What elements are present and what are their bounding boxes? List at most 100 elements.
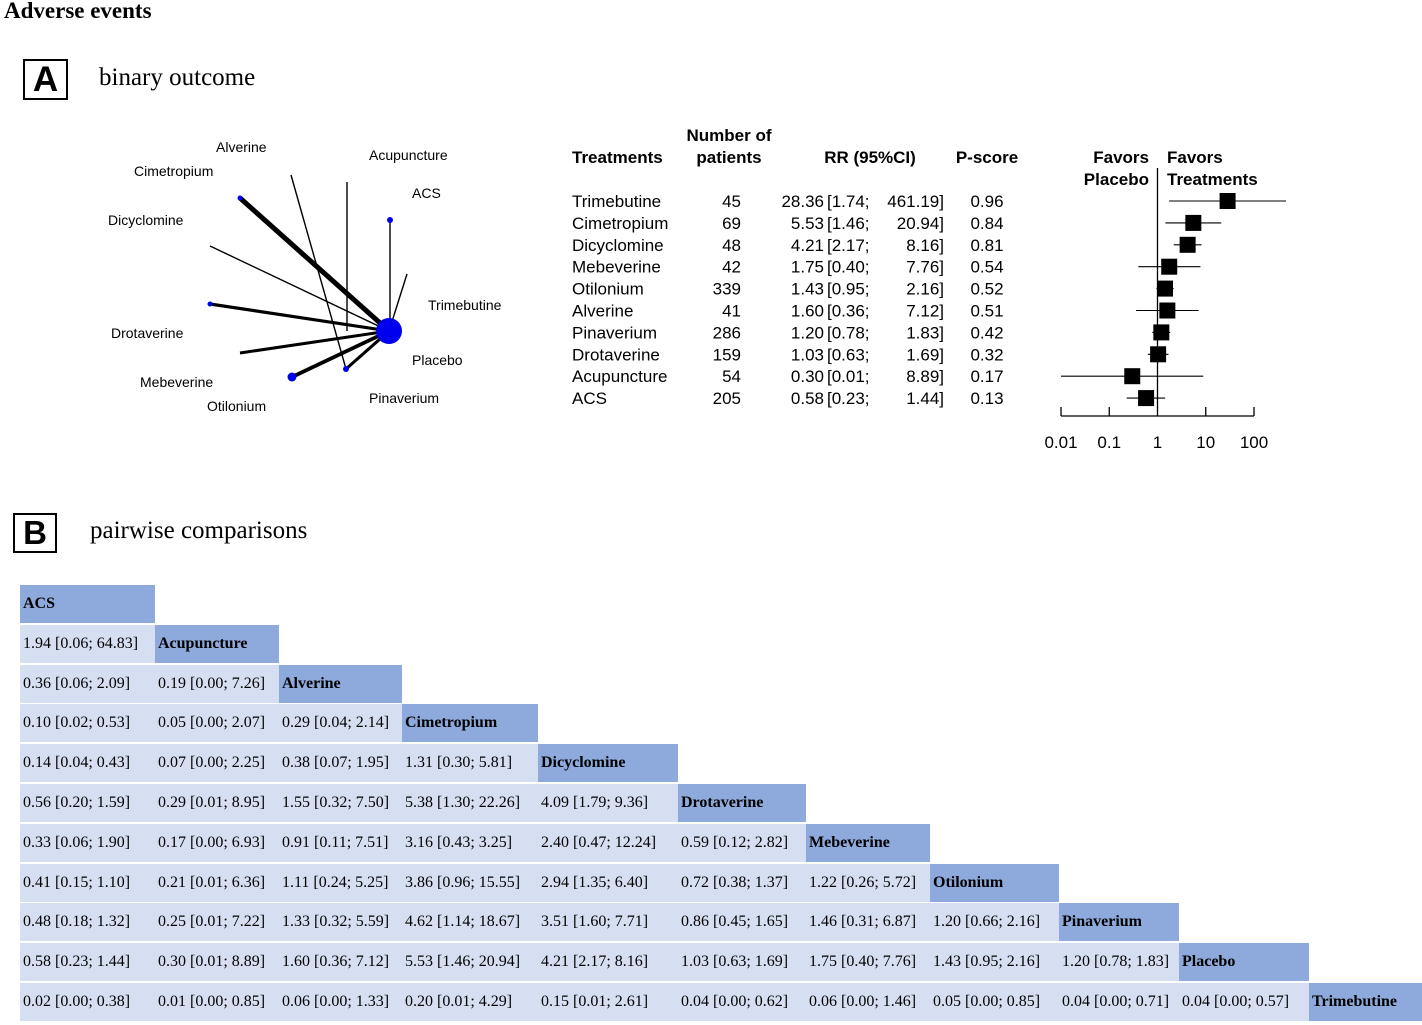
forest-row-rr: 0.30 (791, 367, 824, 386)
league-cell: 1.60 [0.36; 7.12] (279, 943, 402, 981)
league-cell: 4.21 [2.17; 8.16] (538, 943, 678, 981)
league-cell: 0.07 [0.00; 2.25] (155, 744, 279, 782)
league-cell: 1.22 [0.26; 5.72] (806, 864, 930, 902)
edge-cimetropium-placebo (238, 196, 391, 333)
league-cell: 1.11 [0.24; 5.25] (279, 864, 402, 902)
league-cell: 3.86 [0.96; 15.55] (402, 864, 538, 902)
league-cell: 0.33 [0.06; 1.90] (20, 824, 155, 862)
league-cell: 0.30 [0.01; 8.89] (155, 943, 279, 981)
panel-a-title: binary outcome (99, 64, 256, 91)
league-cell: 2.40 [0.47; 12.24] (538, 824, 678, 862)
forest-row-treatment: Cimetropium (572, 214, 668, 233)
forest-row-ci-lower: [0.40; (827, 258, 870, 277)
league-diagonal-treatment: Otilonium (930, 864, 1059, 902)
forest-row-pscore: 0.52 (970, 280, 1003, 299)
league-diagonal-treatment: Alverine (279, 665, 402, 703)
league-diagonal-treatment: Dicyclomine (538, 744, 678, 782)
forest-row-n: 48 (722, 236, 741, 255)
forest-row-ci-upper: 1.44] (906, 389, 944, 408)
node-label-mebeverine: Mebeverine (140, 374, 213, 390)
forest-row-treatment: Drotaverine (572, 345, 660, 364)
league-cell: 0.38 [0.07; 1.95] (279, 744, 402, 782)
league-cell: 1.03 [0.63; 1.69] (678, 943, 806, 981)
league-diagonal-treatment: Acupuncture (155, 625, 279, 663)
league-cell: 0.59 [0.12; 2.82] (678, 824, 806, 862)
forest-row-ci-upper: 7.76] (906, 258, 944, 277)
forest-row-ci-upper: 2.16] (906, 280, 944, 299)
league-cell: 0.02 [0.00; 0.38] (20, 983, 155, 1021)
node-label-cimetropium: Cimetropium (134, 163, 213, 179)
league-cell: 1.33 [0.32; 5.59] (279, 903, 402, 941)
forest-plot: Treatments Number of patients RR (95%CI)… (572, 126, 1287, 452)
header-favors-placebo-1: Favors (1093, 148, 1149, 167)
league-diagonal-treatment: Mebeverine (806, 824, 930, 862)
forest-row-ci-lower: [0.36; (827, 302, 870, 321)
forest-row-pscore: 0.81 (970, 236, 1003, 255)
node-pinaverium (343, 366, 349, 372)
forest-row-rr: 28.36 (781, 192, 824, 211)
x-axis-tick-label: 100 (1240, 433, 1268, 452)
node-label-trimebutine: Trimebutine (428, 297, 502, 313)
node-label-otilonium: Otilonium (207, 398, 266, 414)
node-label-drotaverine: Drotaverine (111, 325, 184, 341)
node-acs (387, 217, 393, 223)
league-cell: 1.46 [0.31; 6.87] (806, 903, 930, 941)
league-diagonal-treatment: Drotaverine (678, 784, 806, 822)
estimate-square (1161, 258, 1178, 275)
forest-row-treatment: Otilonium (572, 280, 644, 299)
forest-row-rr: 4.21 (791, 236, 824, 255)
league-cell: 0.36 [0.06; 2.09] (20, 665, 155, 703)
league-diagonal-treatment: Placebo (1179, 943, 1309, 981)
figure-title: Adverse events (4, 0, 152, 23)
edge-otilonium-placebo (291, 329, 390, 379)
forest-row-treatment: Acupuncture (572, 367, 667, 386)
forest-row-ci-upper: 1.83] (906, 323, 944, 342)
forest-row-ci-lower: [0.95; (827, 280, 870, 299)
forest-row-treatment: Alverine (572, 302, 633, 321)
league-cell: 0.04 [0.00; 0.57] (1179, 983, 1309, 1021)
forest-row-n: 41 (722, 302, 741, 321)
x-axis-tick-label: 10 (1196, 433, 1215, 452)
forest-row-pscore: 0.54 (970, 258, 1003, 277)
forest-row-ci-upper: 20.94] (897, 214, 944, 233)
forest-row-n: 42 (722, 258, 741, 277)
estimate-square (1138, 390, 1155, 407)
forest-marks (1061, 168, 1287, 408)
league-cell: 0.04 [0.00; 0.71] (1059, 983, 1179, 1021)
league-cell: 0.48 [0.18; 1.32] (20, 903, 155, 941)
estimate-square (1124, 368, 1141, 385)
league-cell: 0.25 [0.01; 7.22] (155, 903, 279, 941)
league-cell: 1.20 [0.66; 2.16] (930, 903, 1059, 941)
node-label-acs: ACS (412, 185, 441, 201)
league-cell: 0.29 [0.04; 2.14] (279, 704, 402, 742)
forest-row-ci-upper: 8.16] (906, 236, 944, 255)
league-cell: 1.31 [0.30; 5.81] (402, 744, 538, 782)
forest-row-ci-lower: [0.01; (827, 367, 870, 386)
estimate-square (1150, 346, 1167, 363)
node-placebo (376, 318, 402, 344)
league-cell: 1.94 [0.06; 64.83] (20, 625, 155, 663)
panel-b-letter: B (13, 513, 57, 553)
league-cell: 0.19 [0.00; 7.26] (155, 665, 279, 703)
forest-row-n: 205 (713, 389, 741, 408)
estimate-square (1153, 324, 1170, 341)
x-axis-tick-label: 1 (1153, 433, 1162, 452)
league-cell: 0.06 [0.00; 1.46] (806, 983, 930, 1021)
header-favors-treat-1: Favors (1167, 148, 1223, 167)
forest-row-treatment: ACS (572, 389, 607, 408)
forest-row-ci-lower: [0.63; (827, 345, 870, 364)
league-cell: 0.10 [0.02; 0.53] (20, 704, 155, 742)
node-cimetropium (237, 195, 243, 201)
estimate-square (1179, 236, 1196, 253)
league-cell: 0.05 [0.00; 0.85] (930, 983, 1059, 1021)
network-edges (209, 174, 408, 379)
forest-row-ci-lower: [0.78; (827, 323, 870, 342)
league-cell: 0.01 [0.00; 0.85] (155, 983, 279, 1021)
forest-row-pscore: 0.84 (970, 214, 1003, 233)
forest-row-treatment: Dicyclomine (572, 236, 664, 255)
forest-row-treatment: Trimebutine (572, 192, 661, 211)
edge-dicyclomine-placebo (209, 245, 390, 332)
edge-drotaverine-placebo (209, 302, 390, 333)
